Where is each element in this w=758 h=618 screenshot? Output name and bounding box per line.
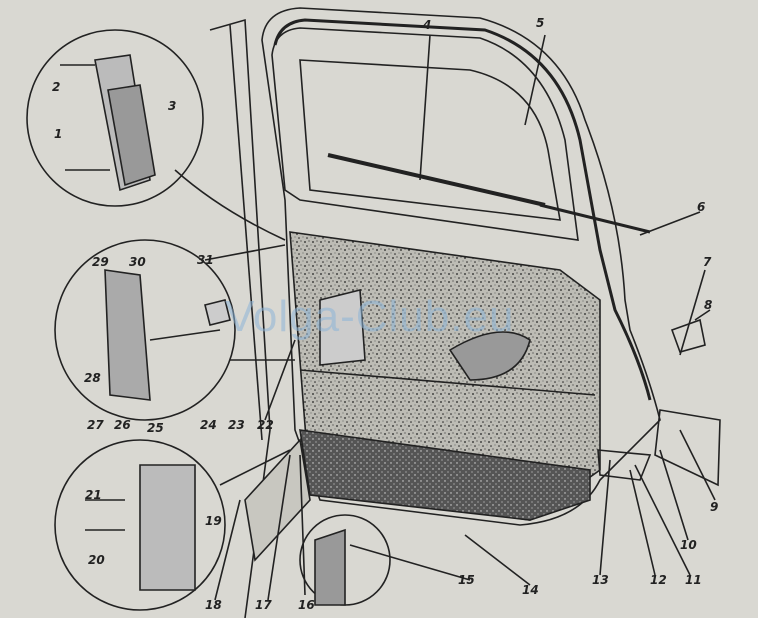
callout-2: 2 <box>52 80 61 94</box>
callout-17: 17 <box>255 598 272 612</box>
callout-19: 19 <box>205 514 222 528</box>
callout-15: 15 <box>458 573 475 587</box>
callout-28: 28 <box>84 371 101 385</box>
callout-25: 25 <box>147 421 164 435</box>
callout-10: 10 <box>680 538 697 552</box>
callout-27: 27 <box>87 418 104 432</box>
callout-23: 23 <box>228 418 245 432</box>
seal <box>273 18 652 401</box>
callout-1: 1 <box>54 127 63 141</box>
detail-circle-upper-hinge <box>26 29 204 207</box>
callout-12: 12 <box>650 573 667 587</box>
callout-4: 4 <box>423 18 432 32</box>
window-frame <box>271 27 579 241</box>
detail-circle-lower-hinge <box>54 439 226 611</box>
callout-9: 9 <box>710 500 719 514</box>
callout-13: 13 <box>592 573 609 587</box>
callout-3: 3 <box>168 99 177 113</box>
callout-18: 18 <box>205 598 222 612</box>
callout-24: 24 <box>200 418 217 432</box>
callout-16: 16 <box>298 598 315 612</box>
callout-29: 29 <box>92 255 109 269</box>
callout-5: 5 <box>536 16 545 30</box>
armrest <box>448 331 531 381</box>
callout-8: 8 <box>704 298 713 312</box>
callout-26: 26 <box>114 418 131 432</box>
callout-30: 30 <box>129 255 146 269</box>
callout-20: 20 <box>88 553 105 567</box>
watermark: Volga-Club.eu <box>225 292 515 341</box>
callout-11: 11 <box>685 573 702 587</box>
callout-21: 21 <box>85 488 102 502</box>
callout-7: 7 <box>703 255 712 269</box>
callout-14: 14 <box>522 583 539 597</box>
callout-6: 6 <box>697 200 706 214</box>
detail-circle-lock <box>54 239 236 421</box>
callout-31: 31 <box>197 253 214 267</box>
callout-22: 22 <box>257 418 274 432</box>
